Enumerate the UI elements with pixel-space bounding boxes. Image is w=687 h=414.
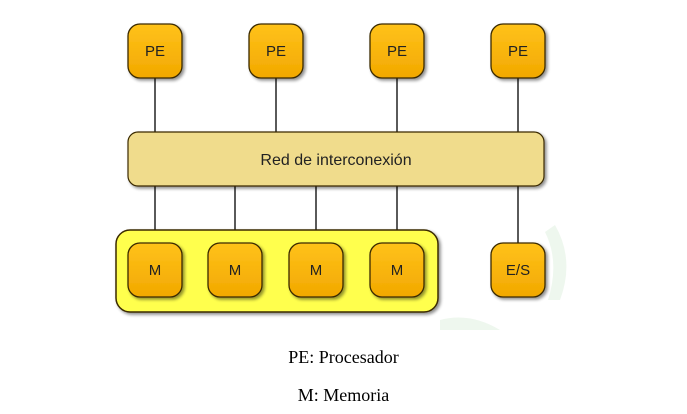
legend-memory: M: Memoria xyxy=(297,385,390,405)
legend-processor: PE: Procesador xyxy=(288,347,399,367)
processor-node: PE xyxy=(127,23,183,79)
memory-node-box xyxy=(288,242,344,298)
processor-node: PE xyxy=(490,23,546,79)
io-node-box-box xyxy=(490,242,546,298)
memory-node-box xyxy=(127,242,183,298)
processor-node-box xyxy=(490,23,546,79)
processor-node-box xyxy=(369,23,425,79)
memory-node: M xyxy=(369,242,425,298)
processor-nodes: PE PE PE PE xyxy=(127,23,546,79)
processor-node: PE xyxy=(369,23,425,79)
memory-node-label: M xyxy=(310,262,323,279)
memory-node: M xyxy=(127,242,183,298)
memory-node-label: M xyxy=(149,262,162,279)
processor-node-label: PE xyxy=(266,43,286,60)
memory-node-box xyxy=(207,242,263,298)
memory-node-label: M xyxy=(229,262,242,279)
io-node: E/S xyxy=(490,242,546,298)
memory-group xyxy=(115,229,439,313)
processor-node-label: PE xyxy=(145,43,165,60)
io-node-box: E/S xyxy=(490,242,546,298)
background-decoration xyxy=(440,225,567,330)
processor-node-box xyxy=(248,23,304,79)
interconnection-network: Red de interconexión xyxy=(127,131,545,187)
processor-node-label: PE xyxy=(508,43,528,60)
multiprocessor-diagram: Red de interconexión PE PE PE PE M M M M E/S xyxy=(115,23,567,330)
processor-node-label: PE xyxy=(387,43,407,60)
memory-node-box xyxy=(369,242,425,298)
memory-node: M xyxy=(207,242,263,298)
network-label: Red de interconexión xyxy=(260,152,411,169)
processor-node: PE xyxy=(248,23,304,79)
processor-node-box xyxy=(127,23,183,79)
memory-node: M xyxy=(288,242,344,298)
memory-node-label: M xyxy=(391,262,404,279)
io-node-box-label: E/S xyxy=(506,262,530,279)
